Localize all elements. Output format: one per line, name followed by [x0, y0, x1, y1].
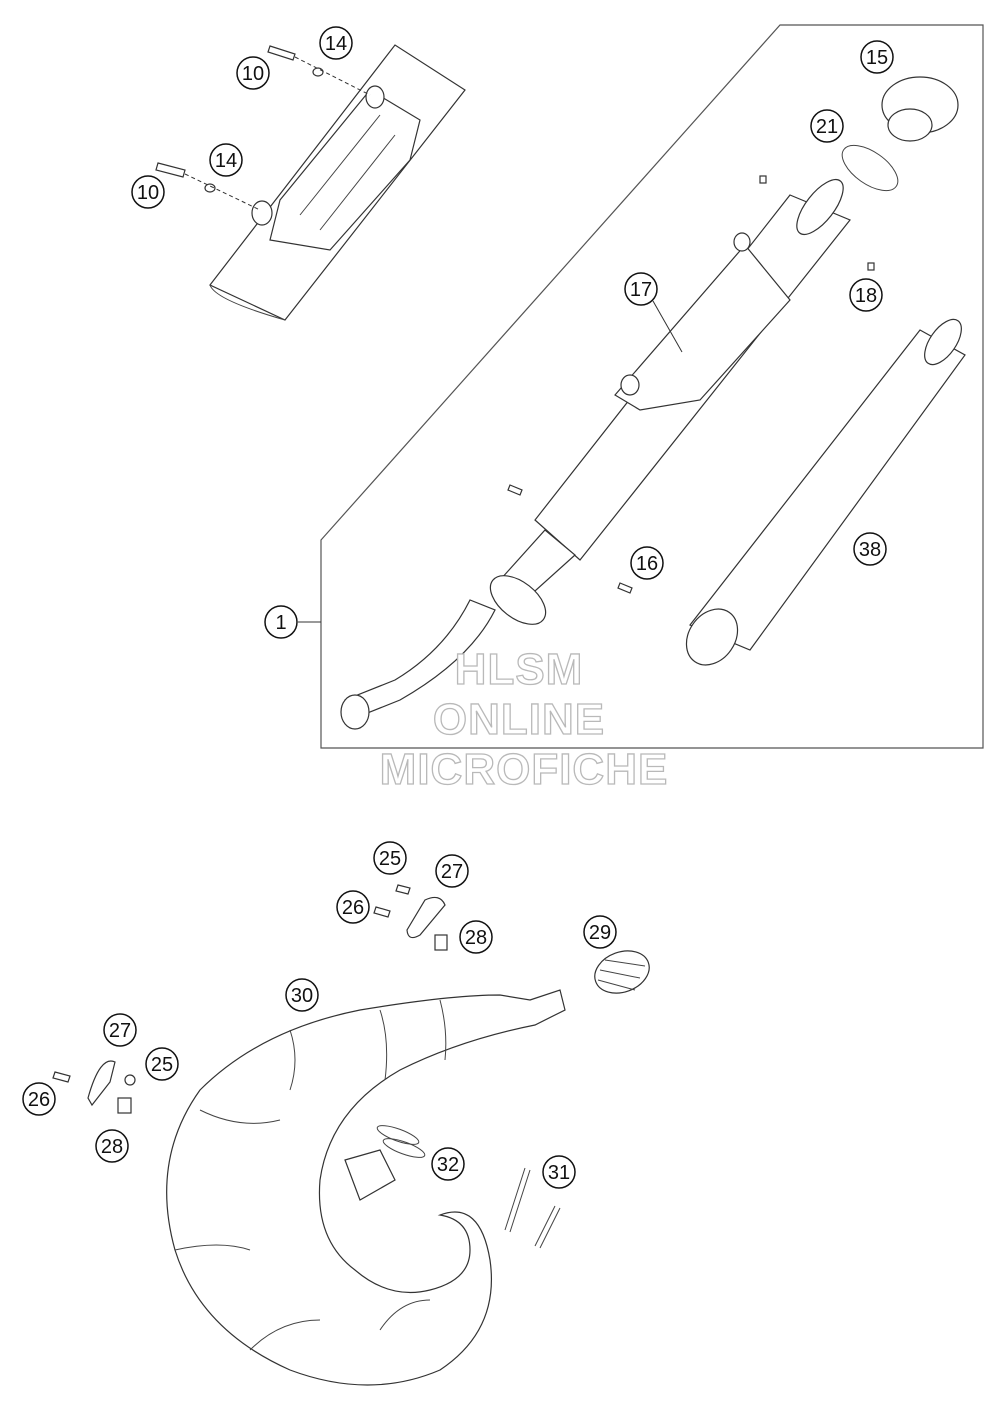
- callout-29: 29: [583, 915, 617, 949]
- svg-text:29: 29: [589, 922, 611, 944]
- svg-text:16: 16: [636, 553, 658, 575]
- callout-28-upper: 28: [459, 920, 493, 954]
- callout-1: 1: [264, 605, 298, 639]
- svg-text:18: 18: [855, 285, 877, 307]
- svg-text:30: 30: [291, 985, 313, 1007]
- callout-17: 17: [624, 272, 683, 353]
- watermark: HLSM ONLINE MICROFICHE: [379, 644, 669, 794]
- callout-10-lower: 10: [131, 175, 165, 209]
- svg-text:10: 10: [242, 63, 264, 85]
- silencer-assembly-frame: [320, 24, 984, 749]
- svg-text:28: 28: [465, 927, 487, 949]
- callout-26-upper: 26: [336, 890, 370, 924]
- callout-18: 18: [849, 278, 883, 312]
- callout-25-lower: 25: [145, 1047, 179, 1081]
- callout-38: 38: [853, 532, 887, 566]
- silencer-assembly: [340, 76, 966, 730]
- callout-27-lower: 27: [103, 1013, 137, 1047]
- watermark-line-2: ONLINE: [433, 695, 605, 744]
- svg-text:26: 26: [28, 1089, 50, 1111]
- svg-text:28: 28: [101, 1136, 123, 1158]
- callout-26-lower: 26: [22, 1082, 56, 1116]
- svg-text:32: 32: [437, 1154, 459, 1176]
- callout-32: 32: [431, 1147, 465, 1181]
- callout-10-upper: 10: [236, 56, 270, 90]
- svg-text:25: 25: [151, 1054, 173, 1076]
- callout-15: 15: [860, 40, 894, 74]
- svg-text:27: 27: [109, 1020, 131, 1042]
- callout-27-upper: 27: [435, 854, 469, 888]
- callout-14-lower: 14: [209, 143, 243, 177]
- callout-21: 21: [810, 109, 844, 143]
- svg-text:10: 10: [137, 182, 159, 204]
- watermark-line-1: HLSM: [455, 645, 584, 694]
- callouts: 10 14 10 14 15 21 17 18: [22, 26, 894, 1189]
- callout-25-upper: 25: [373, 841, 407, 875]
- silencer-clamp-detail: [155, 44, 466, 321]
- svg-text:1: 1: [275, 612, 286, 634]
- callout-14-upper: 14: [319, 26, 353, 60]
- svg-text:14: 14: [325, 33, 347, 55]
- callout-16: 16: [630, 546, 664, 580]
- callout-31: 31: [542, 1155, 576, 1189]
- svg-text:25: 25: [379, 848, 401, 870]
- exhaust-pipe-group: [52, 884, 650, 1386]
- callout-28-lower: 28: [95, 1129, 129, 1163]
- svg-text:21: 21: [816, 116, 838, 138]
- svg-text:26: 26: [342, 897, 364, 919]
- svg-text:14: 14: [215, 150, 237, 172]
- watermark-line-3: MICROFICHE: [380, 745, 669, 794]
- svg-text:31: 31: [548, 1162, 570, 1184]
- svg-text:27: 27: [441, 861, 463, 883]
- callout-30: 30: [285, 978, 319, 1012]
- svg-text:38: 38: [859, 539, 881, 561]
- svg-text:15: 15: [866, 47, 888, 69]
- svg-text:17: 17: [630, 279, 652, 301]
